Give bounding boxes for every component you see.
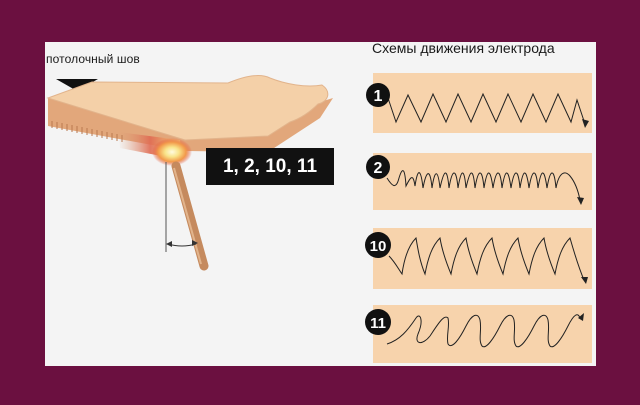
- arc-glow: [152, 138, 192, 166]
- schemes-title: Схемы движения электрода: [372, 40, 555, 56]
- angle-arrow-left: [166, 241, 172, 247]
- scheme-arrow-2: [577, 197, 584, 205]
- seam-label: потолочный шов: [46, 52, 140, 66]
- scheme-box-11: [373, 305, 592, 363]
- scheme-box-1: [373, 73, 592, 133]
- svg-text:1: 1: [374, 88, 383, 105]
- scheme-path-1: [387, 92, 586, 125]
- scheme-path-10: [388, 236, 585, 281]
- svg-text:11: 11: [370, 315, 386, 332]
- electrode-highlight: [173, 167, 202, 265]
- angle-arc-icon: [167, 243, 197, 247]
- electrode-rod: [171, 161, 209, 271]
- scheme-number-badge-2: 2: [366, 155, 390, 179]
- scheme-arrow-11: [578, 313, 584, 321]
- svg-text:10: 10: [370, 238, 387, 255]
- plate-top: [46, 75, 329, 141]
- svg-text:2: 2: [374, 160, 383, 177]
- scheme-arrow-1: [582, 119, 589, 128]
- scheme-box-10: [373, 228, 592, 289]
- scheme-path-2: [386, 170, 581, 201]
- scheme-number-badge-1: 1: [366, 83, 390, 107]
- scheme-path-11: [386, 314, 581, 348]
- positions-badge: 1, 2, 10, 11: [206, 148, 334, 185]
- angle-arrow-right: [192, 240, 198, 246]
- scheme-number-badge-11: 11: [365, 309, 391, 335]
- scheme-arrow-10: [581, 277, 588, 284]
- scheme-number-badge-10: 10: [365, 232, 391, 258]
- down-arrow-icon: [56, 79, 98, 91]
